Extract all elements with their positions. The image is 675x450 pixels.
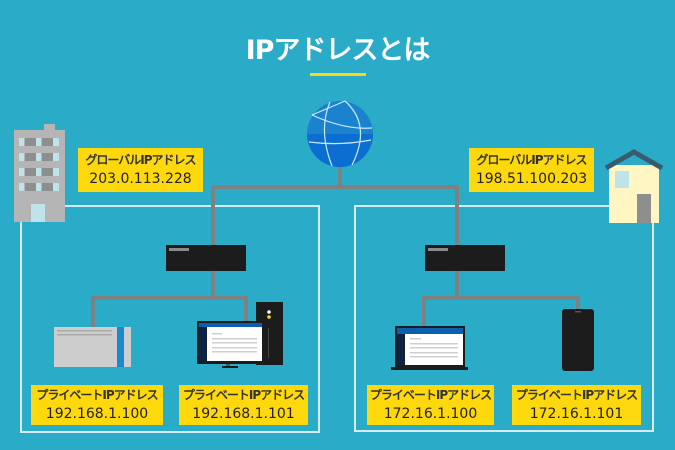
ip-address: 172.16.1.101	[529, 406, 624, 422]
ip-address: 203.0.113.228	[89, 171, 192, 187]
title-underline	[310, 73, 366, 76]
label-heading: グローバルIPアドレス	[85, 153, 196, 167]
label-heading: グローバルIPアドレス	[476, 153, 587, 167]
office-building-icon	[14, 124, 65, 222]
laptop-icon	[391, 326, 468, 370]
right-network-boundary	[354, 205, 654, 432]
left-router-icon	[166, 245, 246, 271]
private-ip-label-smartphone: プライベートIPアドレス 172.16.1.101	[512, 385, 641, 425]
house-icon	[604, 149, 664, 223]
label-heading: プライベートIPアドレス	[36, 388, 158, 402]
private-ip-label-printer: プライベートIPアドレス 192.168.1.100	[31, 385, 163, 425]
label-heading: プライベートIPアドレス	[515, 388, 638, 402]
ip-address: 192.168.1.100	[45, 406, 149, 422]
ip-address: 172.16.1.100	[383, 406, 478, 422]
printer-icon	[54, 327, 131, 367]
private-ip-label-desktop: プライベートIPアドレス 192.168.1.101	[179, 385, 308, 425]
label-heading: プライベートIPアドレス	[182, 388, 305, 402]
left-network-boundary	[20, 205, 320, 433]
cables	[91, 165, 580, 328]
ip-address: 198.51.100.203	[475, 171, 588, 187]
private-ip-label-laptop: プライベートIPアドレス 172.16.1.100	[367, 385, 494, 425]
ip-address: 192.168.1.101	[192, 406, 295, 422]
right-router-icon	[425, 245, 505, 271]
left-global-ip-label: グローバルIPアドレス 203.0.113.228	[78, 148, 203, 192]
page-title: IPアドレスとは	[245, 35, 431, 66]
internet-globe-icon	[307, 100, 373, 167]
smartphone-icon	[562, 309, 594, 371]
right-global-ip-label: グローバルIPアドレス 198.51.100.203	[469, 148, 594, 192]
desktop-pc-icon	[197, 302, 283, 368]
label-heading: プライベートIPアドレス	[369, 388, 492, 402]
